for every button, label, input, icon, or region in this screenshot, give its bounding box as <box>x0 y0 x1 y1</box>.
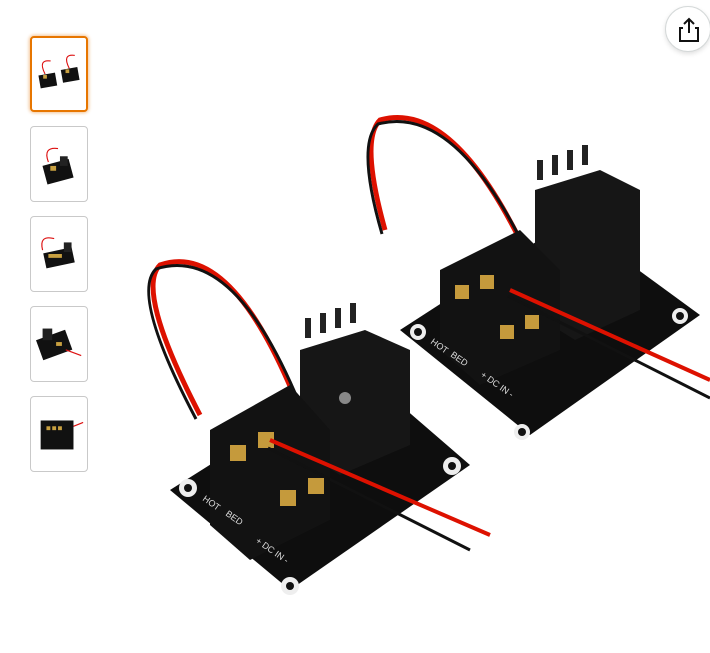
mosfet-boards-image: HOT BED + DC IN - HOT BED + DC IN - <box>147 115 710 595</box>
main-product-image[interactable]: HOT BED + DC IN - HOT BED + DC IN - <box>130 80 710 620</box>
thumbnail-1[interactable] <box>30 36 88 112</box>
thumbnail-3[interactable] <box>30 216 88 292</box>
thumbnail-4[interactable] <box>30 306 88 382</box>
back-board: HOT BED + DC IN - <box>366 115 710 440</box>
thumbnail-5-image <box>40 420 84 450</box>
thumbnail-2[interactable] <box>30 126 88 202</box>
front-board: HOT BED + DC IN - <box>147 259 491 595</box>
share-icon <box>679 17 699 42</box>
thumbnail-4-image <box>36 328 82 361</box>
thumbnail-5[interactable] <box>30 396 88 472</box>
thumbnail-3-image <box>41 237 75 269</box>
thumbnail-2-image <box>42 147 74 185</box>
share-button[interactable] <box>665 6 710 52</box>
thumbnail-1-image <box>38 54 80 89</box>
